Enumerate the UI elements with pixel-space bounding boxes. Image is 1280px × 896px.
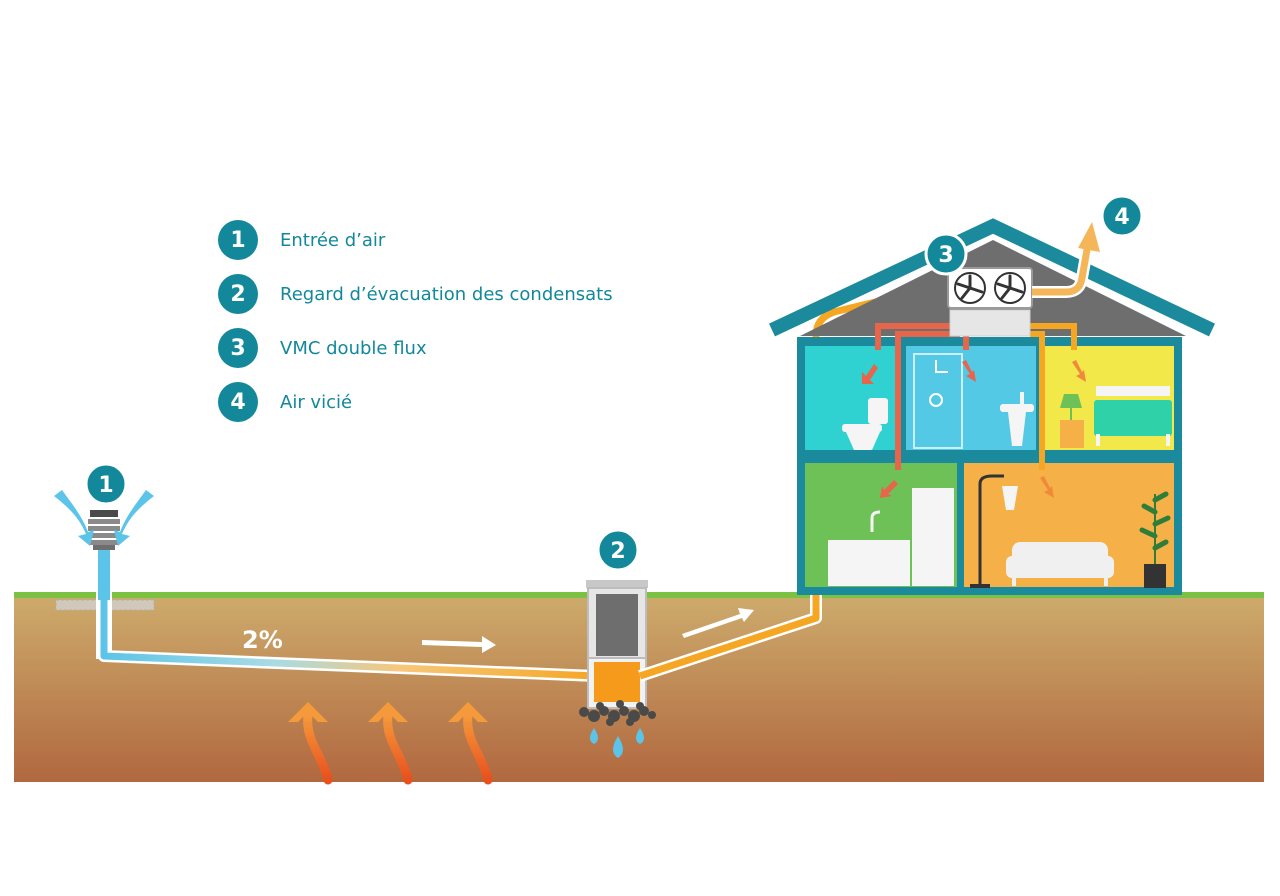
extract-arrow-bedroom-icon <box>1072 360 1086 382</box>
legend-item-exhaust: 4 Air vicié <box>218 382 678 422</box>
marker-3-circle <box>924 232 968 276</box>
air-diffuser-arrows <box>862 360 976 498</box>
inflow-arrow-right-icon <box>114 490 154 546</box>
plant-icon <box>1139 491 1171 588</box>
diffuser-arrow-kitchen-icon <box>880 480 898 498</box>
pit-cap <box>586 580 648 588</box>
inflow-arrow-left-icon <box>54 490 94 546</box>
marker-1-label: 1 <box>98 473 113 498</box>
marker-4-label: 4 <box>1114 205 1129 230</box>
legend-label: VMC double flux <box>280 337 427 359</box>
bed-icon <box>1094 386 1172 446</box>
house: 3 4 <box>769 194 1216 595</box>
diffuser-arrow-toilet-icon <box>862 364 878 384</box>
roof <box>769 218 1216 337</box>
marker-2-circle <box>596 528 640 572</box>
pit-gravel <box>579 700 656 726</box>
vmc-double-flux-unit <box>947 267 1033 337</box>
toilet-icon <box>842 398 888 450</box>
buried-air-pipe-fill <box>100 600 597 680</box>
heat-arrow-2 <box>383 710 413 785</box>
legend-badge: 2 <box>218 274 258 314</box>
heat-arrowhead-2 <box>368 702 408 722</box>
sofa-icon <box>1006 542 1114 586</box>
legend-item-air-inlet: 1 Entrée d’air <box>218 220 678 260</box>
condensate-pit: 2 <box>579 528 656 758</box>
supply-ducts <box>875 323 969 470</box>
vmc-body <box>949 309 1031 337</box>
slope-label: 2% <box>242 626 283 654</box>
bedside-lamp-icon <box>1060 394 1084 448</box>
heat-arrowhead-3 <box>448 702 488 722</box>
floor-lamp-icon <box>970 474 1018 588</box>
diffuser-arrow-bath-icon <box>962 360 976 382</box>
marker-2-label: 2 <box>610 539 625 564</box>
water-drop-icons <box>590 728 644 758</box>
legend-label: Entrée d’air <box>280 229 386 251</box>
marker-3-label: 3 <box>938 243 953 268</box>
exhaust-arrow-icon <box>1078 222 1100 252</box>
extraction-ducts <box>1024 323 1077 470</box>
flow-arrow-to-house-icon <box>682 608 754 638</box>
heat-arrowhead-1 <box>288 702 328 722</box>
legend-item-condensate-pit: 2 Regard d’évacuation des condensats <box>218 274 678 314</box>
legend-label: Regard d’évacuation des condensats <box>280 283 613 305</box>
sink-icon <box>1000 392 1034 446</box>
shower-icon <box>913 353 963 449</box>
marker-1-circle <box>84 462 128 506</box>
heat-arrow-1 <box>303 710 333 785</box>
flow-arrow-icon <box>422 636 496 653</box>
inlet-head <box>88 510 120 550</box>
legend-badge: 1 <box>218 220 258 260</box>
marker-4-circle <box>1100 194 1144 238</box>
pit-warm-air <box>594 662 640 702</box>
legend-badge: 3 <box>218 328 258 368</box>
legend-badge: 4 <box>218 382 258 422</box>
extract-arrows <box>1040 360 1086 498</box>
legend-item-vmc: 3 VMC double flux <box>218 328 678 368</box>
exhaust-pipe-fill <box>1032 243 1092 296</box>
pit-shaft-inner <box>596 594 638 656</box>
legend-label: Air vicié <box>280 391 353 413</box>
extract-arrow-living-icon <box>1040 476 1054 498</box>
kitchen-icon <box>828 488 954 586</box>
ground-heat-arrowheads <box>288 702 488 722</box>
heat-arrow-3 <box>463 710 493 785</box>
ground-heat-arrows <box>303 710 493 785</box>
